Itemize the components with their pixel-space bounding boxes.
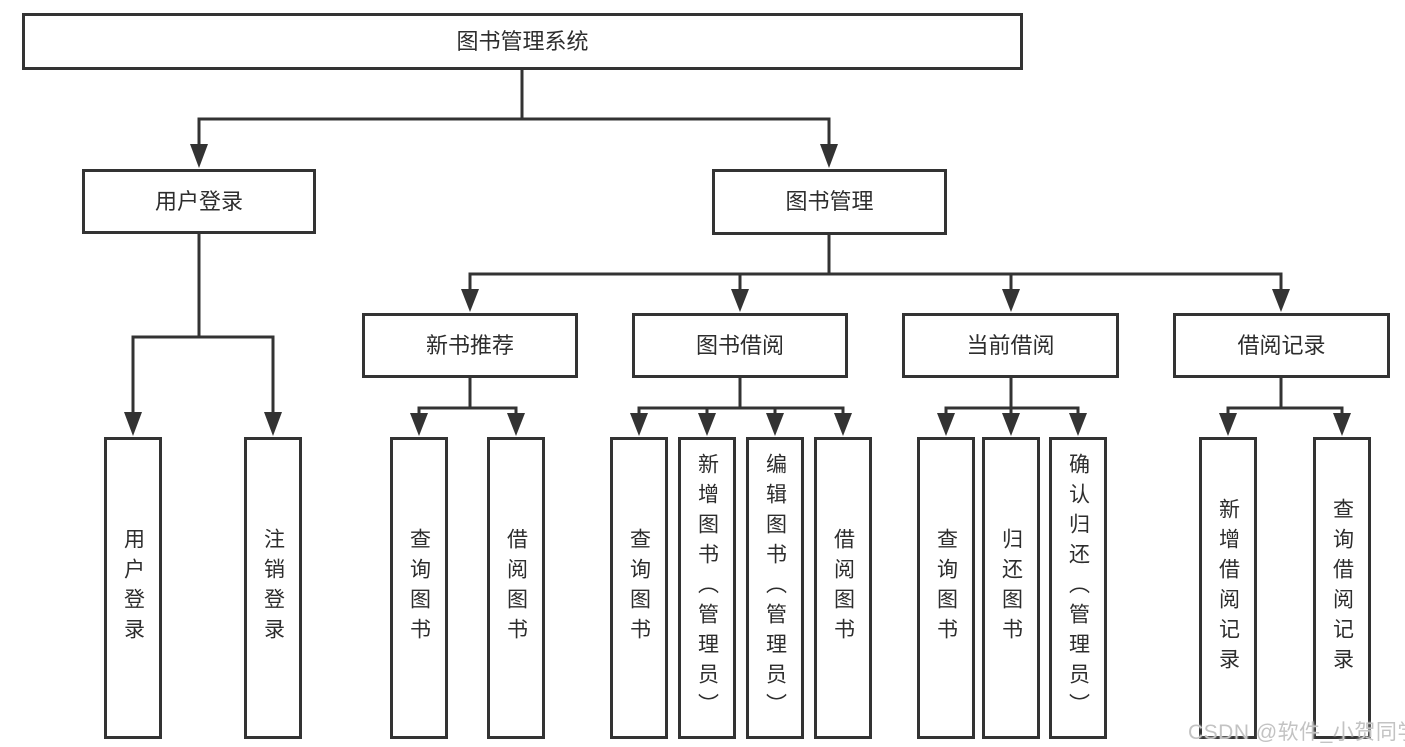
node-label: 注销登录 [261, 528, 285, 648]
node-label: 新书推荐 [425, 332, 514, 358]
node-new-book-recommendation: 新书推荐 [362, 313, 578, 378]
leaf-add-books-admin: 新增图书（管理员） [678, 437, 736, 739]
node-label: 借阅图书 [504, 528, 528, 648]
leaf-borrow-books-recommend: 借阅图书 [487, 437, 545, 739]
leaf-borrow-books-borrowing: 借阅图书 [814, 437, 872, 739]
node-label: 当前借阅 [966, 332, 1055, 358]
node-label: 查询图书 [934, 528, 958, 648]
node-library-system: 图书管理系统 [22, 13, 1023, 70]
leaf-return-books: 归还图书 [982, 437, 1040, 739]
node-label: 图书管理 [785, 189, 874, 214]
node-user-login: 用户登录 [82, 169, 316, 234]
node-label: 图书管理系统 [456, 28, 589, 54]
node-book-borrowing: 图书借阅 [632, 313, 848, 378]
node-label: 查询图书 [627, 528, 651, 648]
leaf-query-books-recommend: 查询图书 [390, 437, 448, 739]
node-borrowing-records: 借阅记录 [1173, 313, 1390, 378]
node-label: 用户登录 [154, 188, 243, 214]
node-label: 借阅记录 [1237, 332, 1326, 358]
node-label: 新增借阅记录 [1216, 498, 1240, 678]
leaf-query-borrow-record: 查询借阅记录 [1313, 437, 1371, 739]
leaf-logout-login: 注销登录 [244, 437, 302, 739]
node-label: 查询图书 [407, 528, 431, 648]
node-book-management: 图书管理 [712, 169, 947, 235]
node-current-borrowing: 当前借阅 [902, 313, 1119, 378]
node-label: 编辑图书（管理员） [763, 453, 787, 723]
leaf-query-books-borrowing: 查询图书 [610, 437, 668, 739]
csdn-watermark: CSDN @软件_小贺同学 [1188, 721, 1405, 744]
leaf-new-borrow-record: 新增借阅记录 [1199, 437, 1257, 739]
node-label: 确认归还（管理员） [1066, 453, 1090, 723]
arrowheads [124, 144, 1351, 436]
node-label: 归还图书 [999, 528, 1023, 648]
node-label: 新增图书（管理员） [695, 453, 719, 723]
node-label: 查询借阅记录 [1330, 498, 1354, 678]
leaf-user-login: 用户登录 [104, 437, 162, 739]
leaf-edit-books-admin: 编辑图书（管理员） [746, 437, 804, 739]
node-label: 图书借阅 [695, 332, 784, 358]
node-label: 借阅图书 [831, 528, 855, 648]
leaf-query-books-current: 查询图书 [917, 437, 975, 739]
leaf-confirm-return-admin: 确认归还（管理员） [1049, 437, 1107, 739]
node-label: 用户登录 [121, 528, 145, 648]
